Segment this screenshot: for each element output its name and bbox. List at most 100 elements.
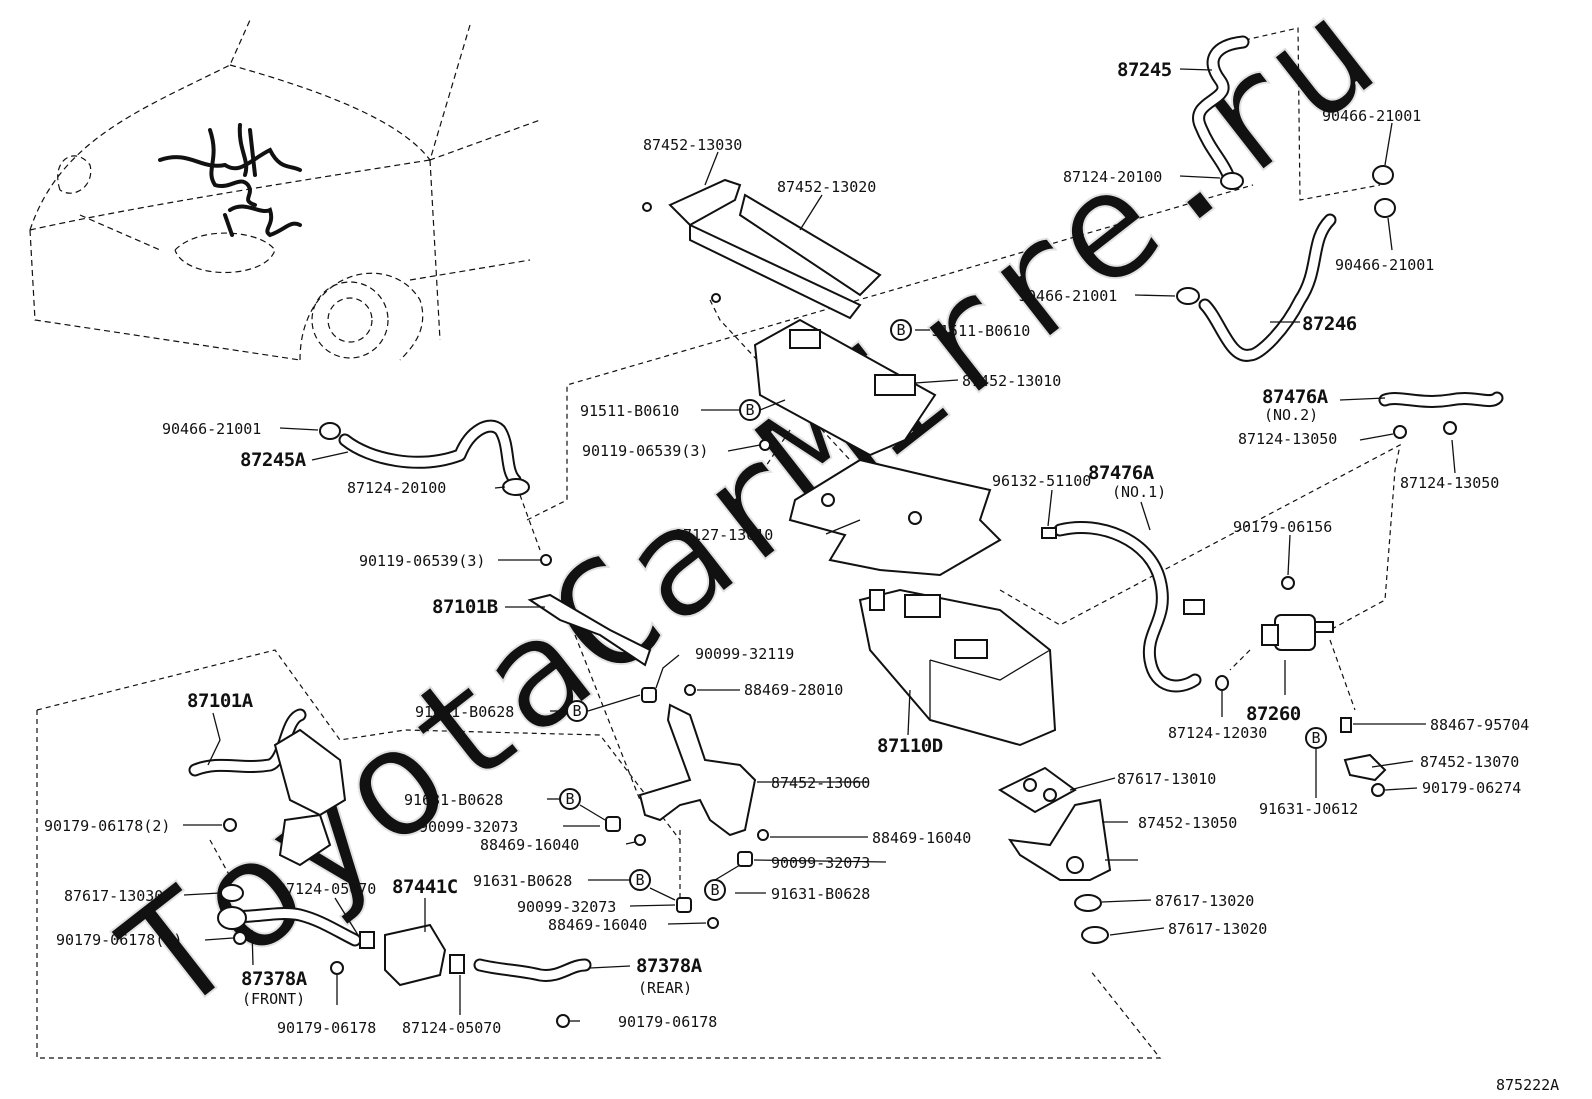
- part-cushions-90099: [605, 687, 753, 913]
- vehicle-location-sketch: [29, 19, 541, 361]
- label-87476A-no2-note: (NO.2): [1264, 406, 1318, 424]
- label-87452-13030: 87452-13030: [643, 136, 742, 154]
- part-heater-87110D: [858, 588, 1057, 747]
- part-gaskets-87617-13020: [1074, 894, 1109, 944]
- part-pipe-87378A-rear: [473, 958, 592, 982]
- label-91631-b0628-b: 91631-B0628: [404, 791, 503, 809]
- label-90099-32073-c: 90099-32073: [517, 898, 616, 916]
- label-90179-06178-a: 90179-06178: [277, 1019, 376, 1037]
- svg-text:B: B: [635, 871, 644, 889]
- label-87441C: 87441C: [392, 876, 458, 898]
- svg-text:B: B: [572, 702, 581, 720]
- label-90466-21001-r2: 90466-21001: [1335, 256, 1434, 274]
- label-88469-16040-c: 88469-16040: [548, 916, 647, 934]
- part-pipe-87101A: [188, 708, 347, 867]
- part-pipe-87378A-front: [217, 906, 362, 947]
- badge-markers: B B B B B B B: [559, 319, 1327, 901]
- label-88469-28010: 88469-28010: [744, 681, 843, 699]
- part-clamp-87124-12030: [1215, 675, 1229, 691]
- label-91631-b0628-a: 91631-B0628: [415, 703, 514, 721]
- label-87124-20100-top: 87124-20100: [1063, 168, 1162, 186]
- part-bracket-87452-13060: [638, 703, 757, 837]
- label-87617-13020-b: 87617-13020: [1168, 920, 1267, 938]
- label-87110D: 87110D: [877, 735, 943, 757]
- label-90119-06539-b: 90119-06539(3): [359, 552, 485, 570]
- badge-b-91631-c: B: [629, 869, 651, 891]
- label-87476A-no1: 87476A: [1088, 462, 1155, 484]
- label-87378A-front: 87378A: [241, 968, 308, 990]
- part-clamp-87124-20100-left: [502, 478, 530, 496]
- label-87124-05070-b: 87124-05070: [402, 1019, 501, 1037]
- part-gasket-87617-13010: [997, 766, 1077, 814]
- badge-b-91631-d: B: [704, 879, 726, 901]
- label-91511-b0610-a: 91511-B0610: [931, 322, 1030, 340]
- label-96132-51100: 96132-51100: [992, 472, 1091, 490]
- part-gasket-87617-13030: [220, 884, 244, 902]
- label-90179-06156: 90179-06156: [1233, 518, 1332, 536]
- label-87245: 87245: [1117, 59, 1172, 81]
- label-91631-b0628-c: 91631-B0628: [473, 872, 572, 890]
- part-grommets-88469: [634, 684, 769, 929]
- badge-b-91511-b: B: [739, 399, 761, 421]
- label-87246: 87246: [1302, 313, 1357, 335]
- label-87124-13050-a: 87124-13050: [1238, 430, 1337, 448]
- svg-text:B: B: [1311, 729, 1320, 747]
- label-87617-13020-a: 87617-13020: [1155, 892, 1254, 910]
- part-clamp-90466-21001-left: [319, 422, 341, 440]
- label-87476A-no1-note: (NO.1): [1112, 483, 1166, 501]
- label-90179-06178-b: 90179-06178: [618, 1013, 717, 1031]
- label-90099-32119: 90099-32119: [695, 645, 794, 663]
- label-87260: 87260: [1246, 703, 1301, 725]
- badge-b-91631-j: B: [1305, 727, 1327, 749]
- label-90119-06539-a: 90119-06539(3): [582, 442, 708, 460]
- label-87378A-rear-note: (REAR): [638, 979, 692, 997]
- badge-b-91631-b: B: [559, 788, 581, 810]
- label-90179-06178-2a: 90179-06178(2): [44, 817, 170, 835]
- guide-lines: [36, 27, 1401, 1059]
- label-87452-13070: 87452-13070: [1420, 753, 1519, 771]
- part-hose-87246: [1198, 213, 1337, 362]
- label-87378A-rear: 87378A: [636, 955, 703, 977]
- label-87124-20100-left: 87124-20100: [347, 479, 446, 497]
- svg-text:B: B: [565, 790, 574, 808]
- part-bracket-87452-13020: [711, 193, 882, 303]
- part-bracket-87452-13010: [753, 318, 937, 457]
- label-87452-13020: 87452-13020: [777, 178, 876, 196]
- part-bracket-87452-13030: [642, 178, 862, 320]
- label-88469-16040-a: 88469-16040: [872, 829, 971, 847]
- svg-text:B: B: [745, 401, 754, 419]
- svg-text:B: B: [896, 321, 905, 339]
- part-hose-87476A-no2: [1378, 391, 1504, 408]
- part-insulator-87127-13010: [788, 458, 1002, 577]
- badge-b-91511-a: B: [890, 319, 912, 341]
- part-bracket-87452-13050: [1007, 798, 1112, 881]
- label-87124-12030: 87124-12030: [1168, 724, 1267, 742]
- label-91631-b0628-d: 91631-B0628: [771, 885, 870, 903]
- part-nut-90179-06274: [1371, 783, 1385, 797]
- label-87452-13010: 87452-13010: [962, 372, 1061, 390]
- label-87378A-front-note: (FRONT): [242, 990, 305, 1008]
- label-91511-b0610-b: 91511-B0610: [580, 402, 679, 420]
- label-87101A: 87101A: [187, 690, 254, 712]
- part-hose-87245: [1192, 35, 1250, 182]
- part-nut-90179-06156: [1281, 576, 1295, 590]
- label-88467-95704: 88467-95704: [1430, 716, 1529, 734]
- part-clamps-90466-21001-right: [1372, 165, 1396, 218]
- label-90179-06178-2b: 90179-06178(2): [56, 931, 182, 949]
- part-bracket-87101B: [527, 593, 652, 667]
- part-nut-90179-06178-2a: [223, 818, 237, 832]
- part-nuts-90179-06178: [330, 961, 570, 1028]
- svg-text:B: B: [710, 881, 719, 899]
- label-90466-21001-r1: 90466-21001: [1322, 107, 1421, 125]
- part-pump-87260: [1261, 614, 1334, 651]
- label-91631-j0612: 91631-J0612: [1259, 800, 1358, 818]
- part-labels: 87245 90466-21001 87452-13030 87124-2010…: [44, 59, 1559, 1094]
- label-87127-13010: 87127-13010: [674, 526, 773, 544]
- part-clamps-87124-13050: [1393, 421, 1457, 439]
- label-87476A-no2: 87476A: [1262, 386, 1329, 408]
- label-87617-13030: 87617-13030: [64, 887, 163, 905]
- label-88469-16040-b: 88469-16040: [480, 836, 579, 854]
- label-90466-21001-left: 90466-21001: [162, 420, 261, 438]
- part-screw-90119-06539-b: [540, 554, 552, 566]
